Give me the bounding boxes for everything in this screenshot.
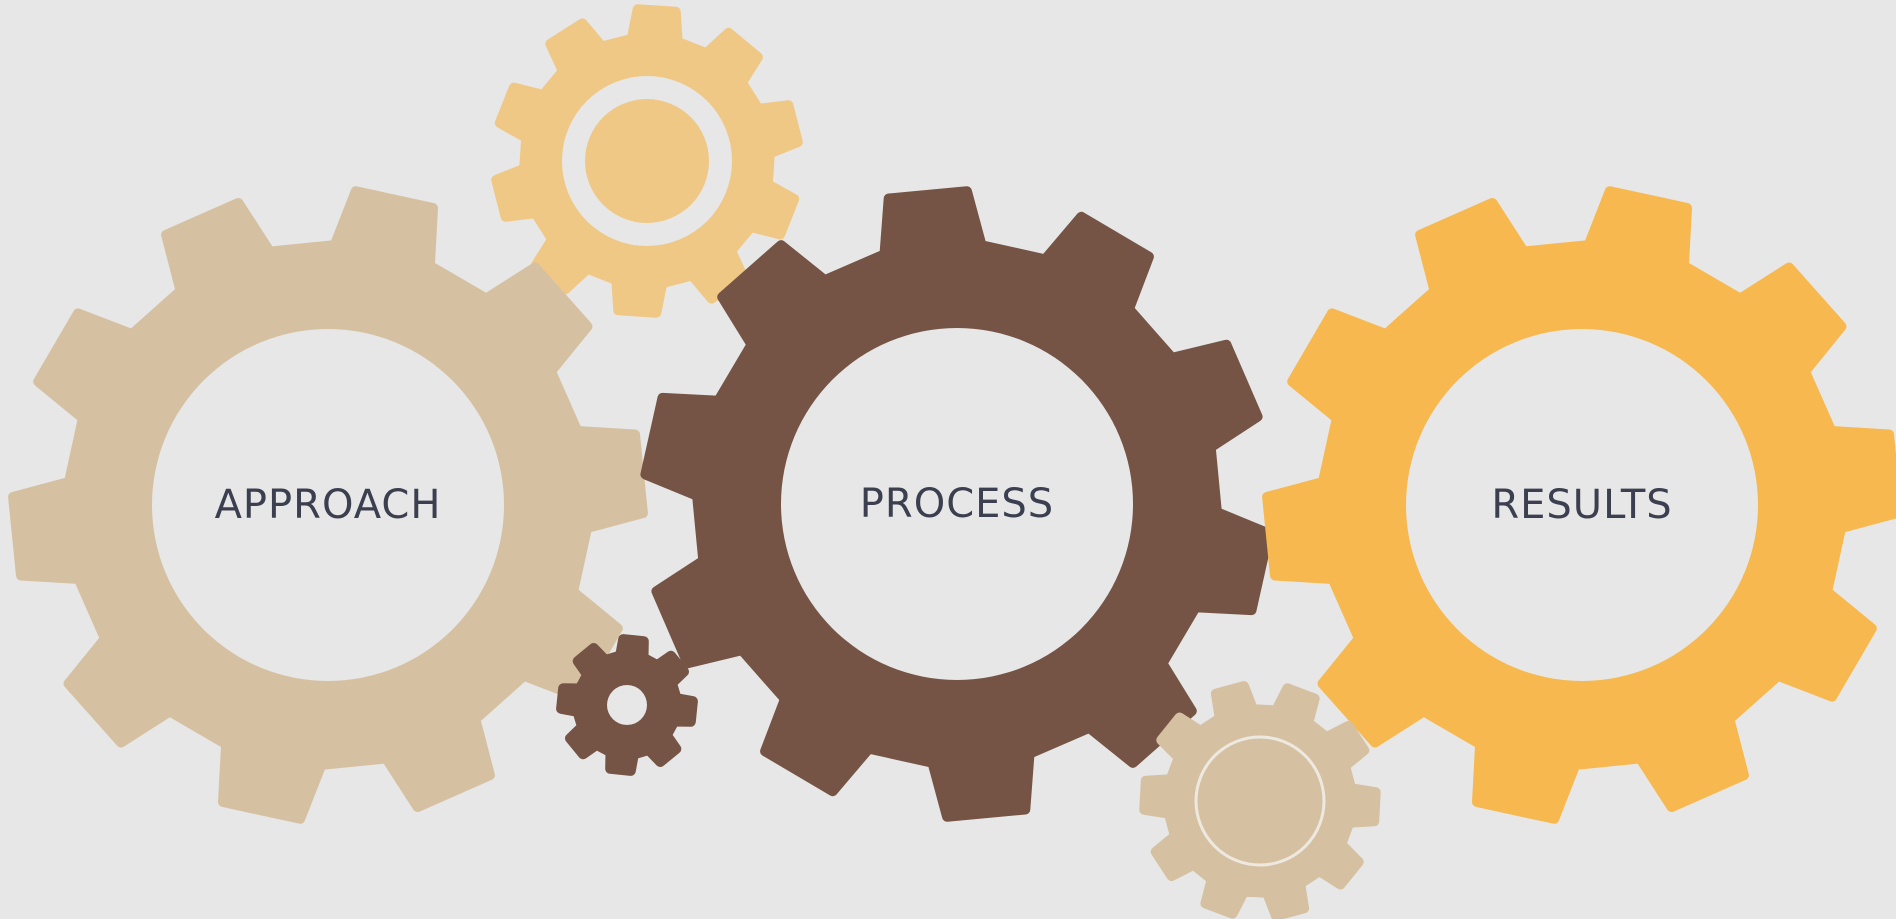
tiny-gear — [556, 634, 698, 776]
small-bottom-gear-body — [1139, 681, 1381, 919]
results-gear-center — [1406, 329, 1758, 681]
approach-gear-center — [152, 329, 504, 681]
tiny-gear-hole — [607, 685, 647, 725]
process-label: PROCESS — [860, 481, 1054, 527]
small-top-gear — [491, 4, 803, 318]
results-gear: RESULTS — [1262, 186, 1896, 824]
process-gear: PROCESS — [640, 186, 1274, 822]
small-bottom-gear-ring — [1194, 735, 1326, 867]
small-top-gear-hub — [585, 99, 709, 223]
results-label: RESULTS — [1491, 482, 1672, 528]
approach-gear: APPROACH — [8, 186, 648, 824]
small-bottom-gear — [1139, 681, 1381, 919]
approach-label: APPROACH — [215, 482, 442, 528]
process-gear-center — [781, 328, 1133, 680]
